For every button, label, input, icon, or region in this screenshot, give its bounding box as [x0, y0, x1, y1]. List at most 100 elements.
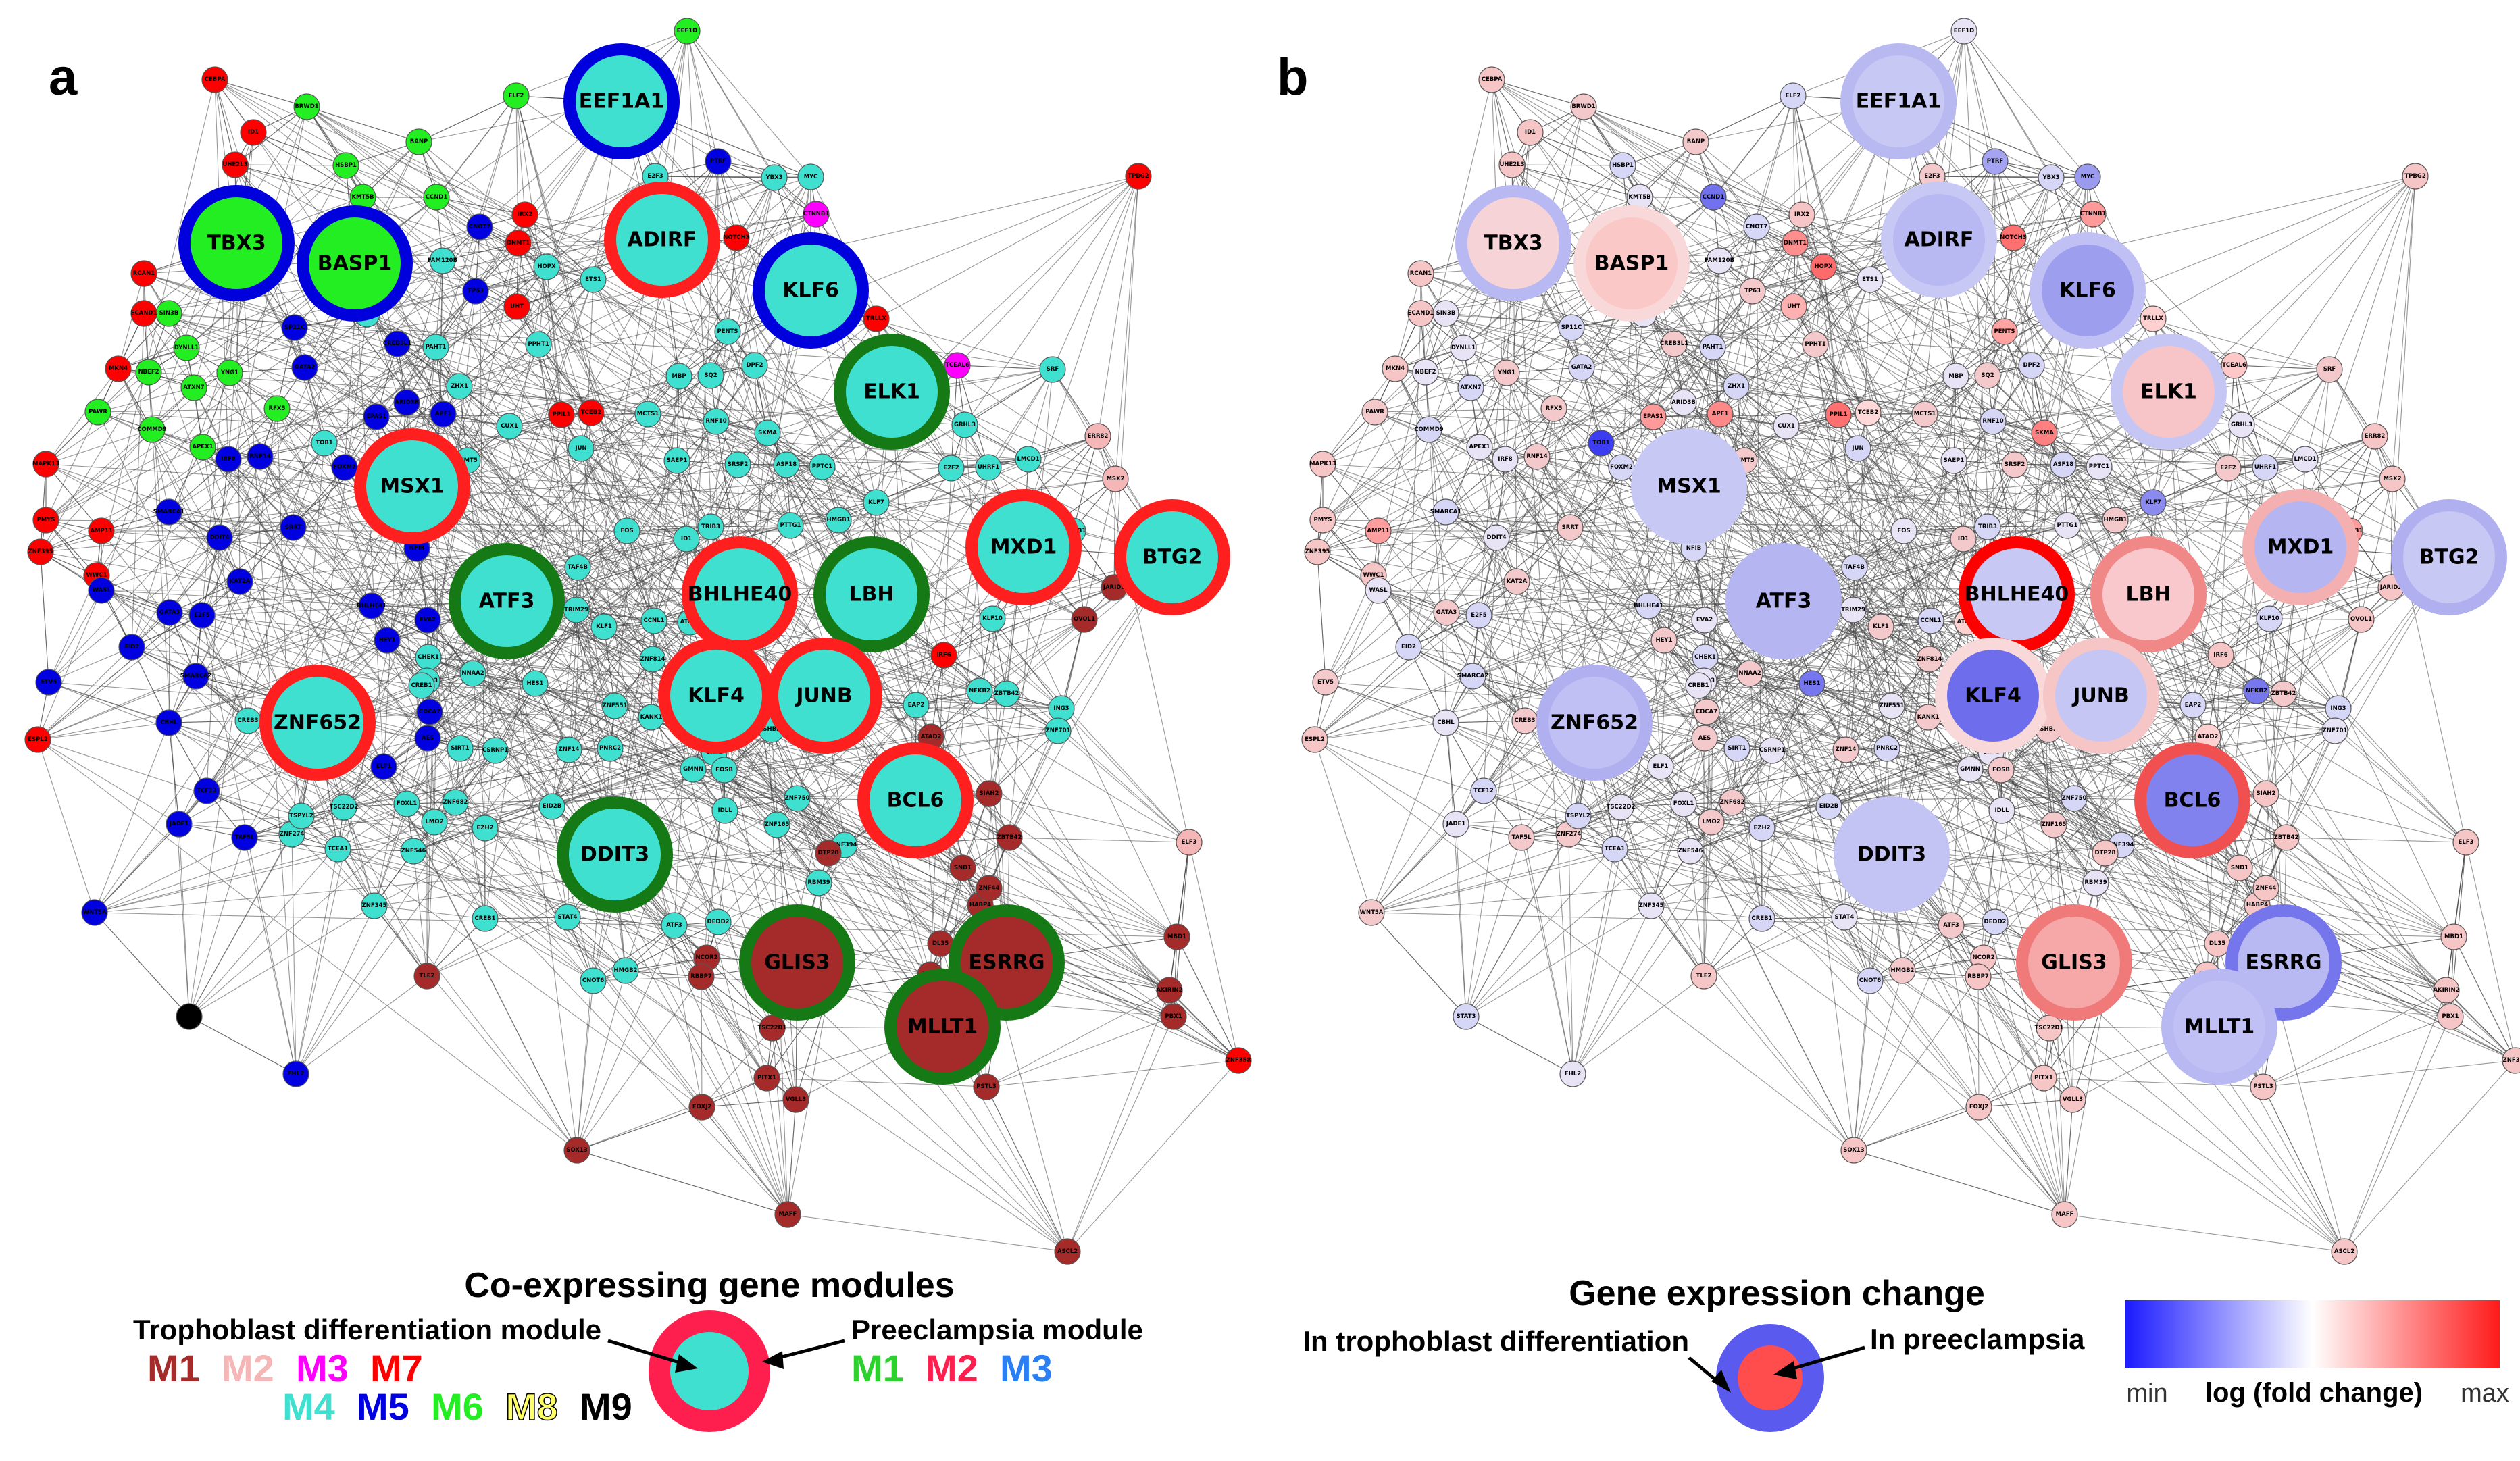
gene-node[interactable]: DTP28 [815, 840, 842, 867]
hub-gene-node[interactable]: BCL6 [857, 742, 974, 858]
gene-node[interactable]: ID1 [673, 526, 700, 553]
hub-gene-node[interactable]: EEF1A1 [563, 43, 680, 159]
hub-gene-node[interactable]: BTG2 [1114, 499, 1230, 615]
gene-node[interactable]: KLF1 [590, 613, 618, 640]
gene-node[interactable]: ELF2 [503, 82, 530, 109]
gene-node[interactable]: JUN [568, 435, 595, 462]
gene-node[interactable]: CTNNB1 [2080, 201, 2107, 228]
gene-node[interactable]: ELF2 [1780, 82, 1807, 109]
gene-node[interactable]: AMP11 [88, 517, 115, 544]
gene-node[interactable]: SRF [2316, 356, 2343, 383]
gene-node[interactable]: TP63 [1739, 278, 1766, 305]
hub-gene-node[interactable]: ADIRF [604, 182, 720, 298]
gene-node[interactable]: TRLLX [863, 305, 890, 332]
gene-node[interactable]: BANP [1682, 128, 1709, 155]
gene-node[interactable]: DPF2 [741, 352, 768, 379]
gene-node[interactable]: CNOT7 [1743, 213, 1770, 240]
gene-node[interactable]: CHEK1 [415, 644, 442, 671]
gene-node[interactable]: TCEAL6 [944, 352, 971, 379]
hub-gene-node[interactable]: TBX3 [178, 185, 295, 301]
gene-node[interactable]: HMGB1 [825, 507, 852, 534]
gene-node[interactable]: MAPK13 [32, 451, 59, 478]
gene-node[interactable]: PAWR [84, 399, 111, 426]
hub-gene-node[interactable]: DDIT3 [557, 796, 673, 913]
gene-node[interactable]: CDCA7 [416, 698, 443, 725]
gene-node[interactable]: E2F2 [938, 455, 965, 482]
gene-node[interactable]: TRIB3 [697, 513, 724, 540]
gene-node[interactable]: CEBPA [1478, 66, 1505, 93]
gene-node[interactable]: GMNN [680, 756, 707, 783]
gene-node[interactable]: ELF1 [370, 753, 397, 780]
gene-node[interactable]: TCEA1 [324, 836, 351, 863]
gene-node[interactable]: ZNF345 [361, 892, 388, 919]
gene-node[interactable]: UHT [503, 293, 530, 320]
gene-node[interactable]: FOS [613, 517, 640, 544]
gene-node[interactable]: ERR82 [1084, 423, 1111, 450]
gene-node[interactable]: CREB1 [408, 672, 435, 699]
gene-node[interactable]: SRRT [280, 514, 307, 541]
gene-node[interactable]: HES1 [522, 670, 549, 697]
gene-node[interactable]: ARID3B [393, 389, 420, 416]
gene-node[interactable]: PTRF [705, 148, 732, 175]
gene-node[interactable]: ETV5 [35, 669, 62, 696]
gene-node[interactable]: DEDD2 [705, 908, 732, 935]
gene-node[interactable]: TCF12 [193, 777, 220, 804]
gene-node[interactable]: UHRF1 [975, 454, 1002, 481]
gene-node[interactable]: TPBG2 [1125, 163, 1152, 190]
gene-node[interactable]: MBP [1942, 363, 1969, 390]
gene-node[interactable]: NBEF2 [1412, 359, 1439, 386]
gene-node[interactable]: ZNF551 [601, 692, 628, 719]
gene-node[interactable]: SAEP1 [663, 447, 690, 474]
gene-node[interactable]: GATA3 [156, 599, 183, 626]
gene-node[interactable]: TAF5L [231, 824, 258, 851]
gene-node[interactable]: PPHT1 [1802, 331, 1829, 358]
gene-node[interactable]: FOXM2 [331, 454, 358, 481]
gene-node[interactable]: NNAA2 [459, 660, 486, 687]
gene-node[interactable]: HSBP1 [1609, 152, 1636, 179]
gene-node[interactable]: MCTS1 [634, 401, 661, 428]
gene-node[interactable]: SIN3B [155, 300, 182, 327]
gene-node[interactable]: COMMD9 [137, 416, 167, 443]
gene-node[interactable]: SQ2 [697, 362, 724, 389]
gene-node[interactable]: CBHL [155, 709, 182, 736]
gene-node[interactable]: DYNLL1 [173, 334, 200, 361]
gene-node[interactable]: GATA2 [1568, 354, 1595, 381]
hub-gene-node[interactable]: MLLT1 [884, 969, 1001, 1085]
gene-node[interactable]: CSRNP1 [482, 737, 509, 764]
gene-node[interactable]: ATF3 [661, 912, 688, 939]
gene-node[interactable]: ASF18 [773, 451, 800, 478]
gene-node[interactable]: CNOT6 [580, 967, 607, 994]
gene-node[interactable]: ZHX1 [446, 373, 473, 400]
gene-node[interactable]: ETS1 [580, 266, 607, 293]
gene-node[interactable]: SIRT1 [447, 735, 474, 762]
hub-gene-node[interactable]: ELK1 [834, 334, 950, 450]
gene-node[interactable]: PPHT1 [525, 331, 552, 358]
gene-node[interactable]: OVOL1 [1071, 606, 1098, 633]
hub-gene-node[interactable]: BASP1 [297, 205, 413, 322]
gene-node[interactable]: FHL2 [282, 1060, 309, 1087]
gene-node[interactable]: ID1 [240, 119, 267, 146]
gene-node[interactable]: SRF [1039, 356, 1066, 383]
gene-node[interactable]: KLF10 [979, 605, 1006, 632]
gene-node[interactable]: PAHT1 [422, 334, 449, 361]
gene-node[interactable]: MBD1 [1163, 923, 1190, 950]
gene-node[interactable]: TSPYL2 [288, 802, 315, 829]
gene-node[interactable]: SIN3B [1432, 300, 1459, 327]
gene-node[interactable]: ZNF165 [763, 811, 790, 838]
gene-node[interactable]: TRLLX [2140, 305, 2167, 332]
gene-node[interactable]: MYC [2074, 163, 2101, 190]
gene-node[interactable]: ZBTB42 [996, 824, 1023, 851]
gene-node[interactable]: BRWD1 [1570, 93, 1597, 120]
hub-gene-node[interactable]: LBH [813, 536, 930, 652]
gene-node[interactable]: PPIL1 [548, 401, 575, 428]
gene-node[interactable]: YBX3 [761, 164, 788, 191]
gene-node[interactable]: FOSB [711, 757, 738, 784]
gene-node[interactable]: ZBTB42 [993, 680, 1020, 707]
gene-node[interactable]: ECAND1 [130, 300, 157, 327]
gene-node[interactable]: TP63 [462, 278, 489, 305]
gene-node[interactable]: AES [414, 725, 441, 752]
gene-node[interactable]: ZNF814 [639, 646, 666, 673]
gene-node[interactable]: PITX1 [753, 1065, 780, 1092]
gene-node[interactable]: ZNF546 [400, 838, 427, 865]
hub-gene-node[interactable]: KLF4 [658, 638, 774, 754]
